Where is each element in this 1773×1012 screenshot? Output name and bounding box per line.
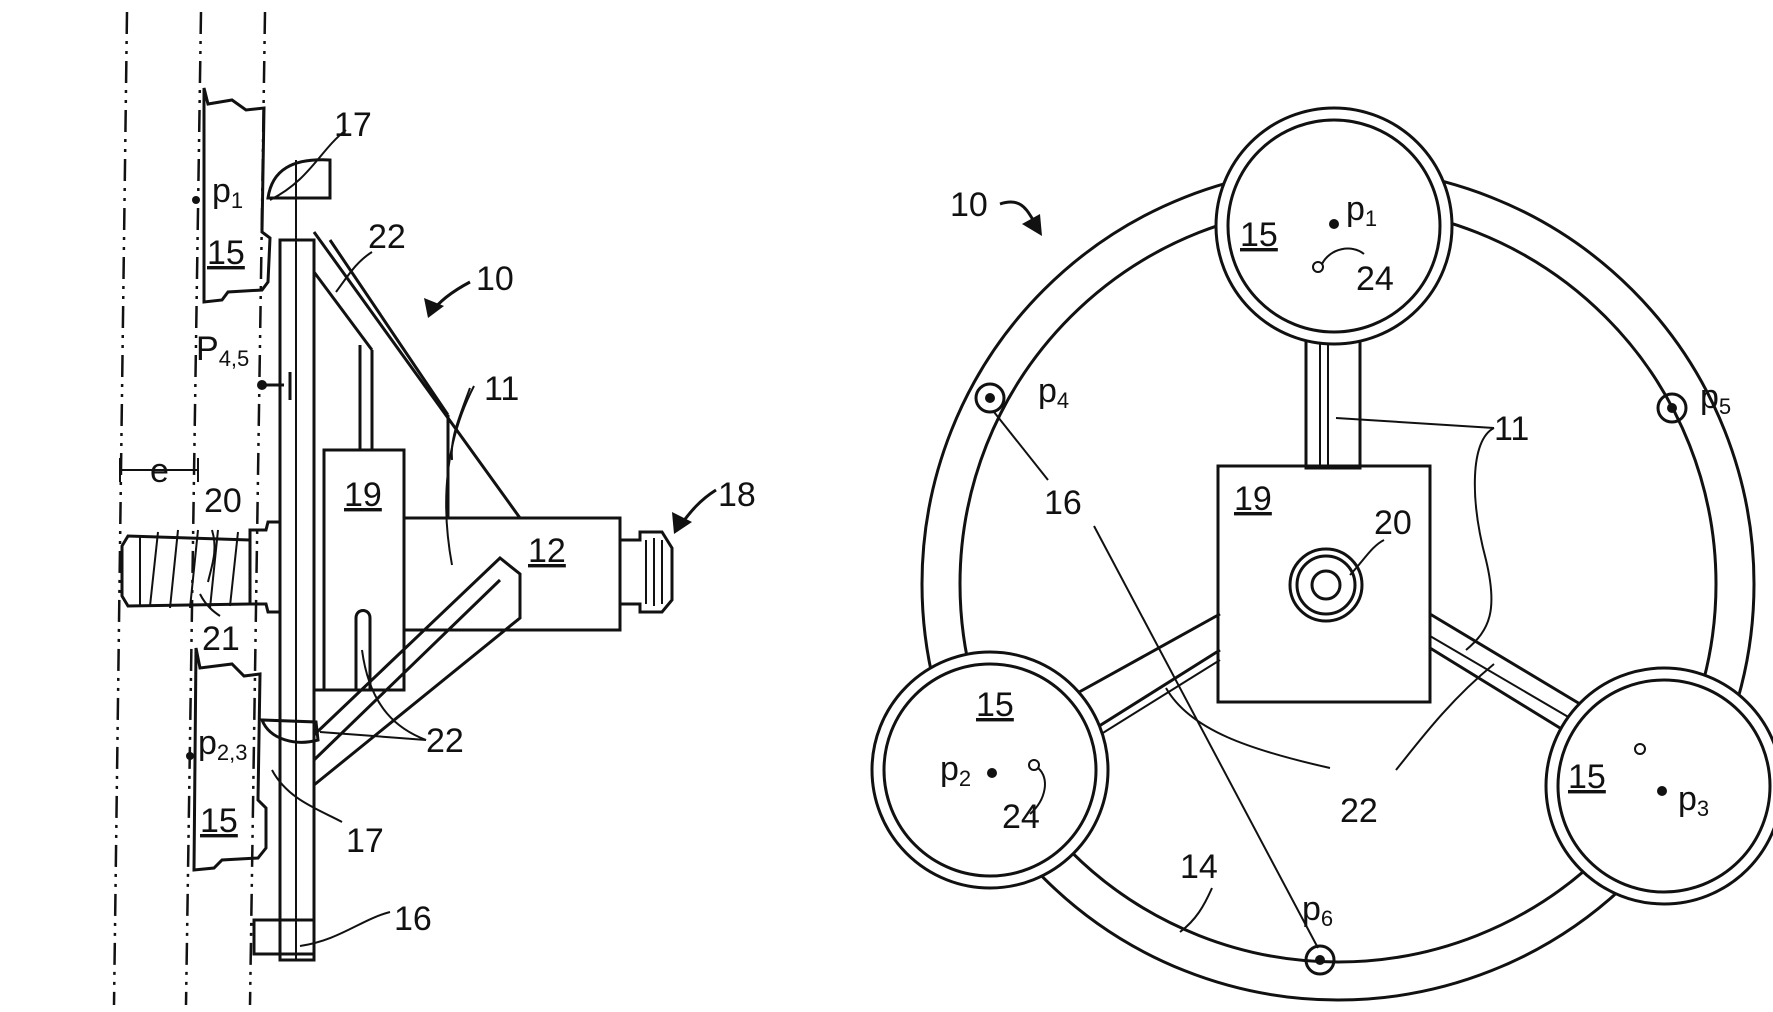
p5-marker-dot — [1667, 403, 1677, 413]
bar-foot — [254, 920, 314, 954]
leader-20-front — [1350, 540, 1384, 575]
leader-16-front — [994, 412, 1048, 480]
label-15-top: 15 — [1240, 216, 1278, 254]
p2-sub: 2 — [959, 766, 971, 791]
label-14: 14 — [1180, 848, 1218, 886]
p3-point — [1657, 786, 1667, 796]
p45-point — [257, 380, 267, 390]
label-21: 21 — [202, 620, 240, 658]
label-15-left: 15 — [976, 686, 1014, 724]
p6-marker-dot — [1315, 955, 1325, 965]
leader-22-bottom-a — [362, 650, 426, 740]
p5-p: p — [1700, 378, 1719, 416]
label-11-front: 11 — [1494, 410, 1529, 448]
screw-ridge-2 — [150, 532, 158, 606]
p4-p: p — [1038, 372, 1057, 410]
right-spoke-inner — [1430, 648, 1560, 728]
p1-front-p: p — [1346, 190, 1365, 228]
label-10-side: 10 — [476, 260, 514, 298]
label-12: 12 — [528, 532, 566, 570]
label-22-bottom: 22 — [426, 722, 464, 760]
upper-strut-mid — [330, 240, 448, 415]
p23-side-point — [186, 752, 194, 760]
leader-11-right — [1466, 428, 1494, 650]
label-11-side: 11 — [484, 370, 519, 408]
axis-line-1 — [114, 12, 127, 1005]
p1-front-sub: 1 — [1365, 206, 1377, 231]
p3-sub: 3 — [1697, 796, 1709, 821]
label-22-front: 22 — [1340, 792, 1378, 830]
left-spoke-inner — [1096, 650, 1220, 728]
p2-p: p — [940, 750, 959, 788]
label-e: e — [150, 452, 169, 490]
label-20-side: 20 — [204, 482, 242, 520]
p23-sub: 2,3 — [217, 740, 248, 765]
label-18: 18 — [718, 476, 756, 514]
side-view-figure: 17 p1 15 22 10 P4,5 11 e 20 19 18 12 21 … — [114, 12, 756, 1005]
label-20-front: 20 — [1374, 504, 1412, 542]
label-15-lower: 15 — [200, 802, 238, 840]
leader-22-left — [1166, 688, 1330, 768]
p4-sub: 4 — [1057, 388, 1069, 413]
upper-spoke — [1306, 338, 1360, 468]
screw-ridge-6 — [230, 532, 238, 606]
label-17-bottom: 17 — [346, 822, 384, 860]
label-15-upper: 15 — [207, 234, 245, 272]
p6-p: p — [1302, 890, 1321, 928]
lower-roller-cap — [262, 720, 318, 742]
label-15-right: 15 — [1568, 758, 1606, 796]
p1-side-sub: 1 — [231, 188, 243, 213]
label-p5: p5 — [1700, 378, 1731, 419]
p4-marker-dot — [985, 393, 995, 403]
p45-sub: 4,5 — [219, 346, 250, 371]
front-view-figure: 10 15 p1 24 p4 p5 11 16 19 20 15 p2 24 2… — [872, 108, 1773, 1000]
leader-17-bottom — [272, 770, 342, 822]
label-17-top: 17 — [334, 106, 372, 144]
p2-point — [987, 768, 997, 778]
label-p45: P4,5 — [196, 330, 249, 371]
p1-point — [1329, 219, 1339, 229]
label-16-side: 16 — [394, 900, 432, 938]
label-22-top: 22 — [368, 218, 406, 256]
label-24-top: 24 — [1356, 260, 1394, 298]
p5-sub: 5 — [1719, 394, 1731, 419]
bolt-20-outer — [1290, 549, 1362, 621]
label-p1-side: p1 — [212, 172, 243, 213]
label-16-front: 16 — [1044, 484, 1082, 522]
right-spoke-outer — [1430, 614, 1580, 704]
p23-p: p — [198, 724, 217, 762]
p6-sub: 6 — [1321, 906, 1333, 931]
leader-14 — [1180, 888, 1212, 932]
p1-side-point — [192, 196, 200, 204]
bolt-20-inner — [1312, 571, 1340, 599]
housing-12 — [404, 518, 620, 630]
left-spoke-outer — [1072, 614, 1220, 696]
screw-ridge-3 — [170, 530, 178, 608]
label-19-side: 19 — [344, 476, 382, 514]
label-p6: p6 — [1302, 890, 1333, 931]
label-10-front: 10 — [950, 186, 988, 224]
label-19-front: 19 — [1234, 480, 1272, 518]
bolt-20 — [250, 522, 280, 612]
label-p23: p2,3 — [198, 724, 248, 765]
p1-side-p: p — [212, 172, 231, 210]
p45-P: P — [196, 330, 219, 368]
label-p4: p4 — [1038, 372, 1069, 413]
p3-p: p — [1678, 780, 1697, 818]
bolt-20-mid — [1297, 556, 1355, 614]
label-24-left: 24 — [1002, 798, 1040, 836]
